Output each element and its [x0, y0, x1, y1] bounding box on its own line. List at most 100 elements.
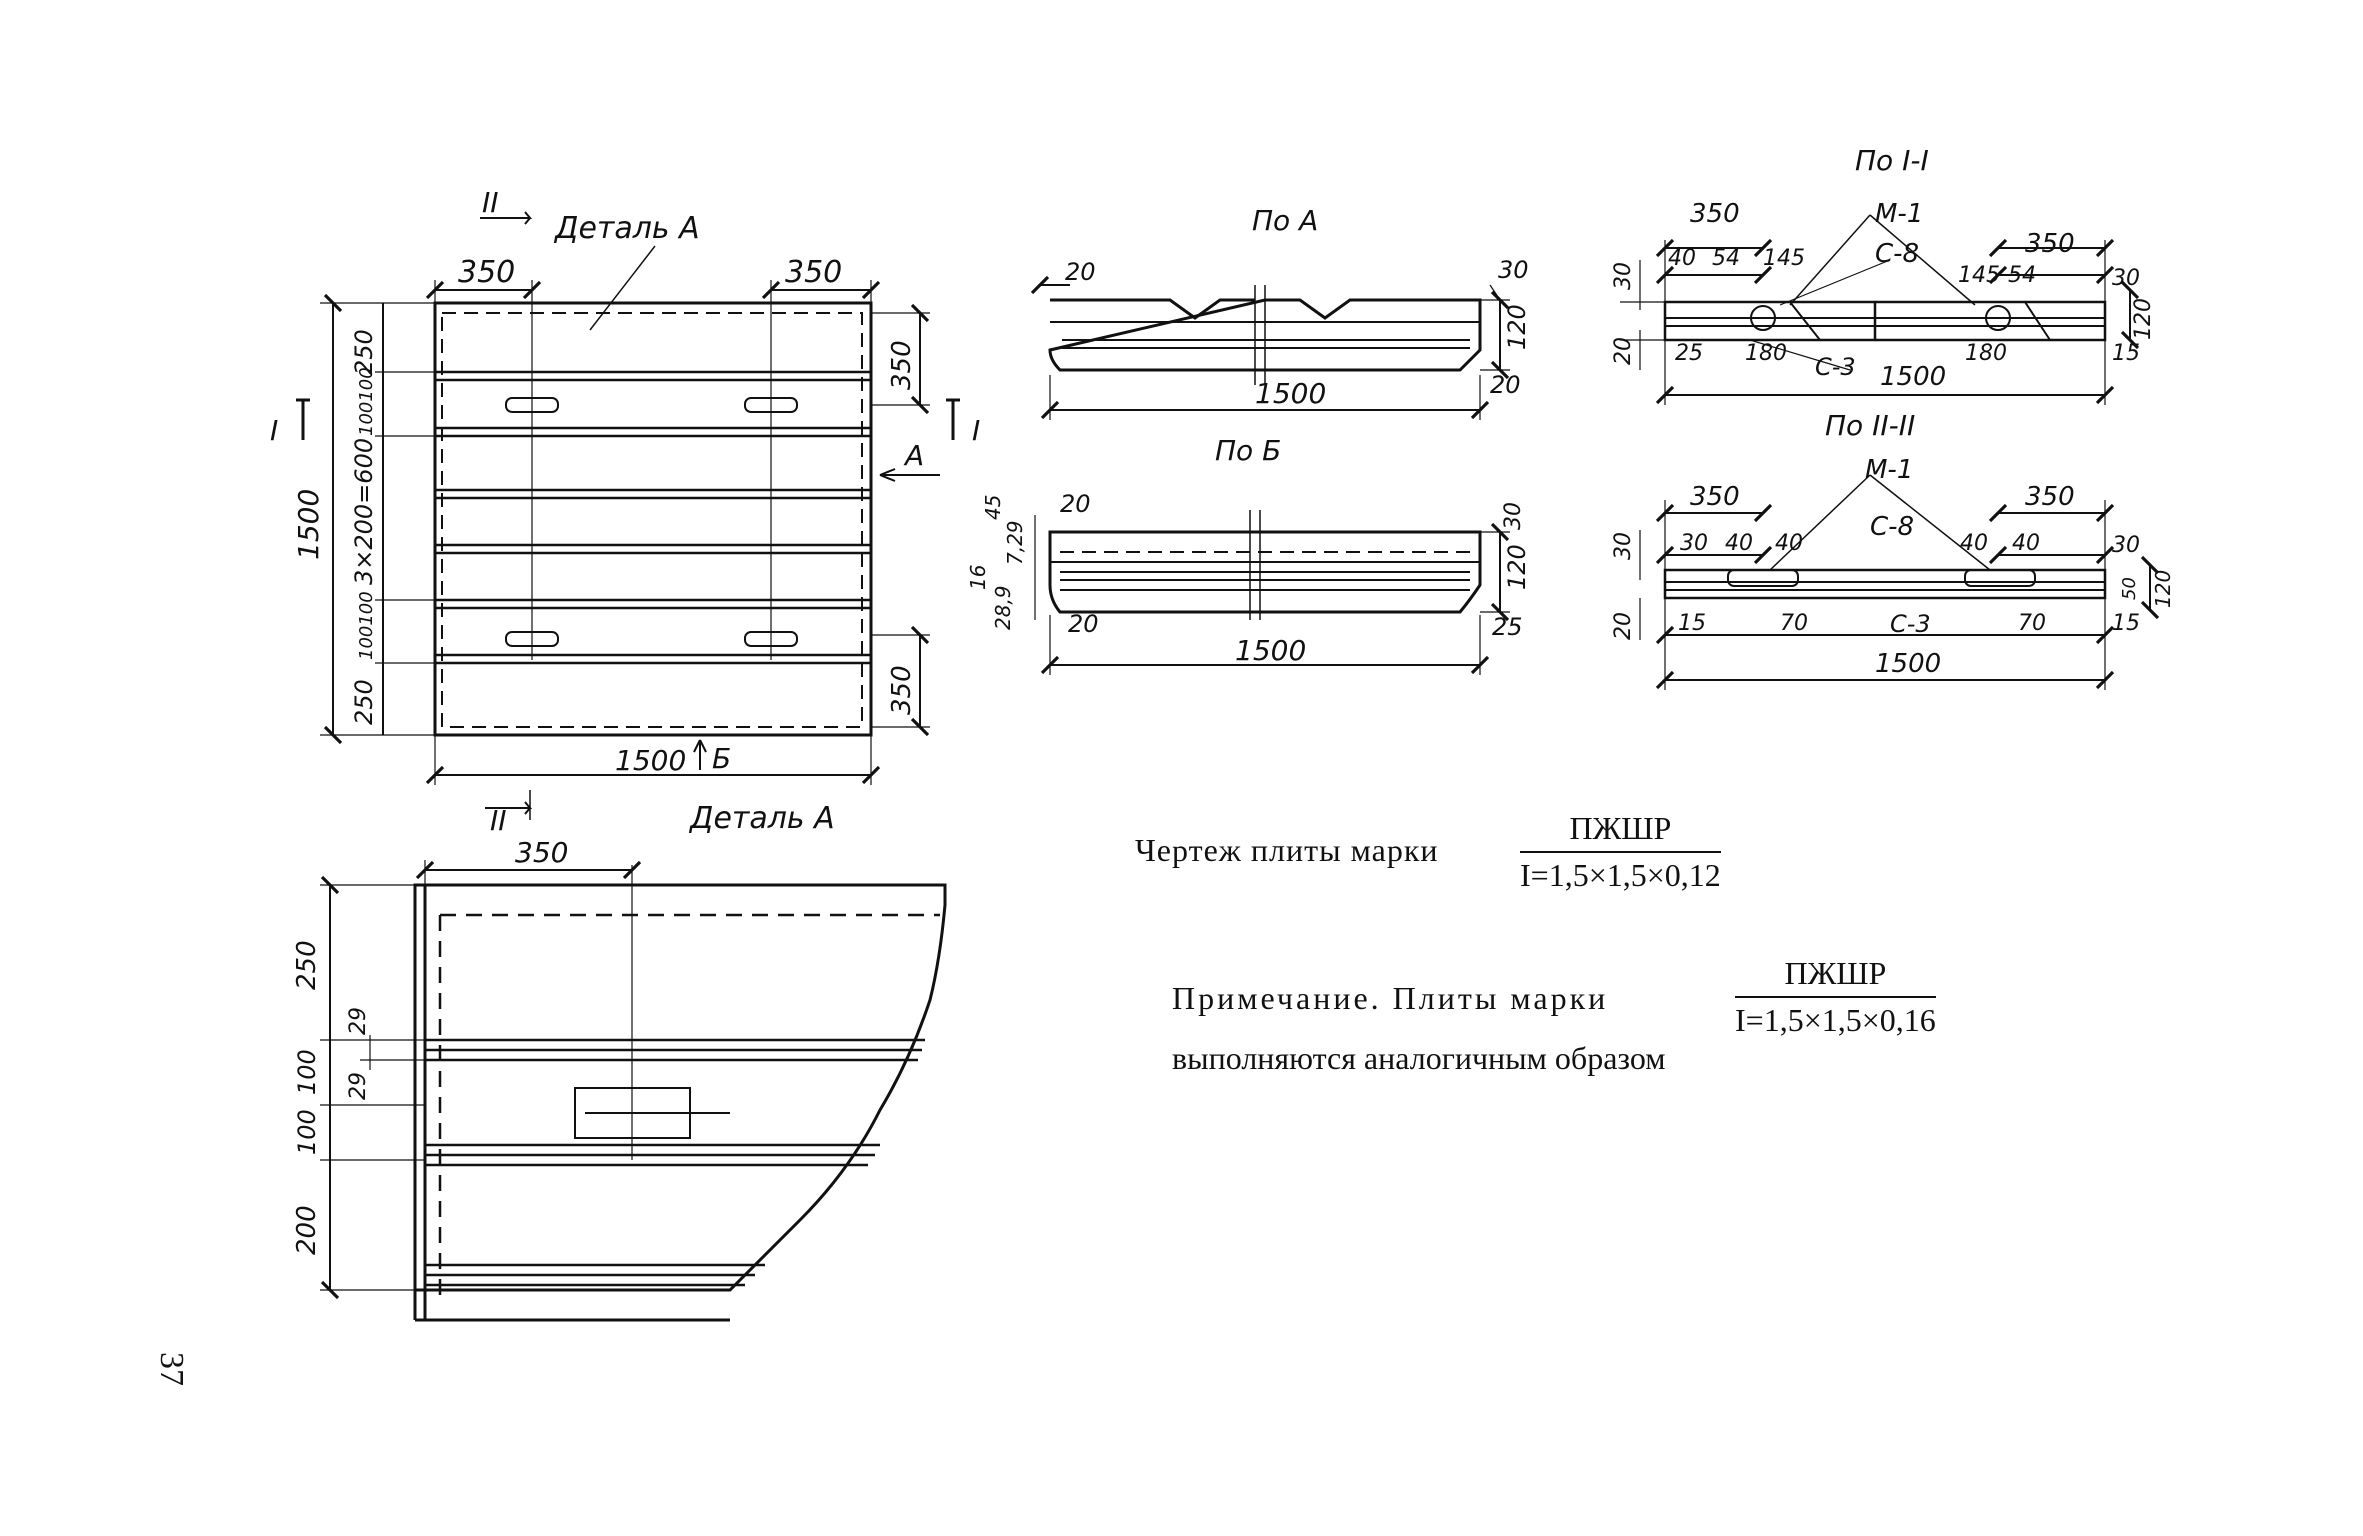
plan-detail-a-label: Деталь А [553, 211, 700, 246]
section-1-1 [1620, 214, 2140, 405]
sec1-dim-15: 15 [2112, 341, 2140, 366]
note-caption: Примечание. Плиты марки [1172, 980, 1609, 1016]
view-a-dim-1500: 1500 [1255, 377, 1326, 410]
sec2-dim-30b: 30 [2112, 533, 2140, 558]
view-b-dim-16: 16 [966, 565, 990, 590]
page-number: 37 [153, 1352, 190, 1386]
sec1-c3: С-3 [1815, 353, 1856, 381]
sec1-dim-54: 54 [1712, 246, 1740, 271]
plan-slab-outline [433, 301, 873, 737]
sec2-c8: С-8 [1870, 512, 1914, 542]
sec1-dim-25: 25 [1675, 341, 1703, 366]
sec1-dim-350b: 350 [2025, 229, 2075, 259]
sec1-dim-145b: 145 [1958, 263, 2000, 288]
sec1-dim-180: 180 [1745, 341, 1787, 366]
plan-cut-1-left: I [270, 414, 278, 447]
view-b [1034, 510, 1510, 675]
sec2-dim-40b: 40 [1775, 531, 1803, 556]
view-a-dim-20b: 20 [1490, 371, 1521, 399]
plan-cut-2-top: II [482, 186, 499, 219]
view-b-dim-289: 28,9 [991, 585, 1015, 630]
sec1-dim-20: 20 [1611, 337, 1636, 365]
sec2-dim-30-left: 30 [1611, 532, 1636, 560]
sec1-dim-120: 120 [2131, 298, 2156, 340]
sec2-dim-120: 120 [2151, 570, 2175, 608]
sec1-m1: М-1 [1875, 199, 1923, 229]
plan-arrow-a: А [903, 439, 924, 472]
sec1-dim-145: 145 [1763, 246, 1805, 271]
section-2-title: По II-II [1825, 409, 1915, 442]
sec1-dim-30-left: 30 [1611, 262, 1636, 290]
plan-dashed-edge [441, 312, 863, 728]
plan-dim-350-right-top: 350 [887, 340, 917, 390]
detail-a-title: Деталь А [688, 801, 835, 836]
section-2-2 [1639, 474, 2160, 690]
plan-arrow-b: Б [712, 742, 731, 775]
view-a [1030, 275, 1510, 420]
plan-dim-1500-bottom: 1500 [615, 744, 686, 777]
detail-dim-29a: 29 [346, 1007, 371, 1035]
view-a-dim-30: 30 [1498, 256, 1529, 284]
plan-dim-100-bottom: 100100 [356, 591, 377, 660]
view-b-dim-25: 25 [1492, 613, 1523, 641]
plan-dim-350-right-bottom: 350 [887, 665, 917, 715]
sec2-dim-40c: 40 [1960, 531, 1988, 556]
detail-dim-350: 350 [515, 836, 568, 869]
plan-dim-350-right: 350 [785, 255, 842, 290]
sec2-dim-350: 350 [1690, 482, 1740, 512]
detail-dim-250: 250 [292, 940, 322, 990]
detail-dim-29b: 29 [346, 1072, 371, 1100]
note-line-2: выполняются аналогичным образом [1172, 1040, 1666, 1076]
title-fraction-numerator: ПЖШР [1520, 810, 1721, 853]
plan-dim-250-bottom: 250 [350, 679, 378, 725]
plan-ribs [435, 370, 871, 665]
sec1-dim-30: 30 [2112, 266, 2140, 291]
plan-dim-250-top: 250 [350, 329, 378, 375]
title-fraction-denominator: I=1,5×1,5×0,12 [1520, 857, 1721, 893]
detail-dim-100a: 100 [293, 1049, 321, 1095]
sec2-dim-40: 40 [1725, 531, 1753, 556]
plan-dim-1500-side: 1500 [292, 489, 325, 560]
sec1-dim-1500: 1500 [1880, 362, 1946, 392]
plan-view [296, 211, 960, 820]
view-a-dim-20: 20 [1065, 258, 1096, 286]
section-1-title: По I-I [1855, 144, 1929, 177]
sec2-dim-70b: 70 [2018, 611, 2046, 636]
view-b-dim-20: 20 [1060, 490, 1091, 518]
plan-cut-1-right: I [972, 414, 980, 447]
plan-dim-100-top: 100100 [356, 367, 377, 436]
sec1-dim-54b: 54 [2008, 263, 2036, 288]
sec1-dim-350: 350 [1690, 199, 1740, 229]
view-a-title: По А [1252, 204, 1318, 237]
view-b-dim-120: 120 [1503, 544, 1531, 590]
view-a-dim-120: 120 [1503, 304, 1531, 350]
note-fraction-denominator: I=1,5×1,5×0,16 [1735, 1002, 1936, 1038]
plan-cut-2-bottom: II [490, 804, 507, 837]
sec2-dim-70: 70 [1780, 611, 1808, 636]
title-fraction: ПЖШР I=1,5×1,5×0,12 [1520, 810, 1721, 894]
sec2-dim-1500: 1500 [1875, 649, 1941, 679]
plan-dim-350-left: 350 [458, 255, 515, 290]
sec2-dim-15b: 15 [2112, 611, 2140, 636]
sec2-c3: С-3 [1890, 610, 1931, 638]
title-caption: Чертеж плиты марки [1135, 832, 1439, 868]
note-fraction: ПЖШР I=1,5×1,5×0,16 [1735, 955, 1936, 1039]
sec2-dim-20: 20 [1611, 612, 1636, 640]
sec2-dim-30: 30 [1680, 531, 1708, 556]
sec2-m1: М-1 [1865, 455, 1913, 485]
sec2-dim-15: 15 [1678, 611, 1706, 636]
view-b-dim-30: 30 [1501, 502, 1526, 530]
view-b-dim-1500: 1500 [1235, 634, 1306, 667]
detail-dim-200: 200 [292, 1205, 322, 1255]
detail-a-outline [413, 883, 947, 1292]
note-fraction-numerator: ПЖШР [1735, 955, 1936, 998]
sec1-dim-180b: 180 [1965, 341, 2007, 366]
sec2-dim-50: 50 [2119, 577, 2140, 600]
view-b-dim-729: 7,29 [1003, 520, 1027, 565]
sec2-dim-350b: 350 [2025, 482, 2075, 512]
plan-dim-3x200: 3×200=600 [350, 438, 378, 585]
sec2-dim-40d: 40 [2012, 531, 2040, 556]
view-b-dim-45: 45 [981, 495, 1005, 520]
detail-dim-100b: 100 [293, 1109, 321, 1155]
